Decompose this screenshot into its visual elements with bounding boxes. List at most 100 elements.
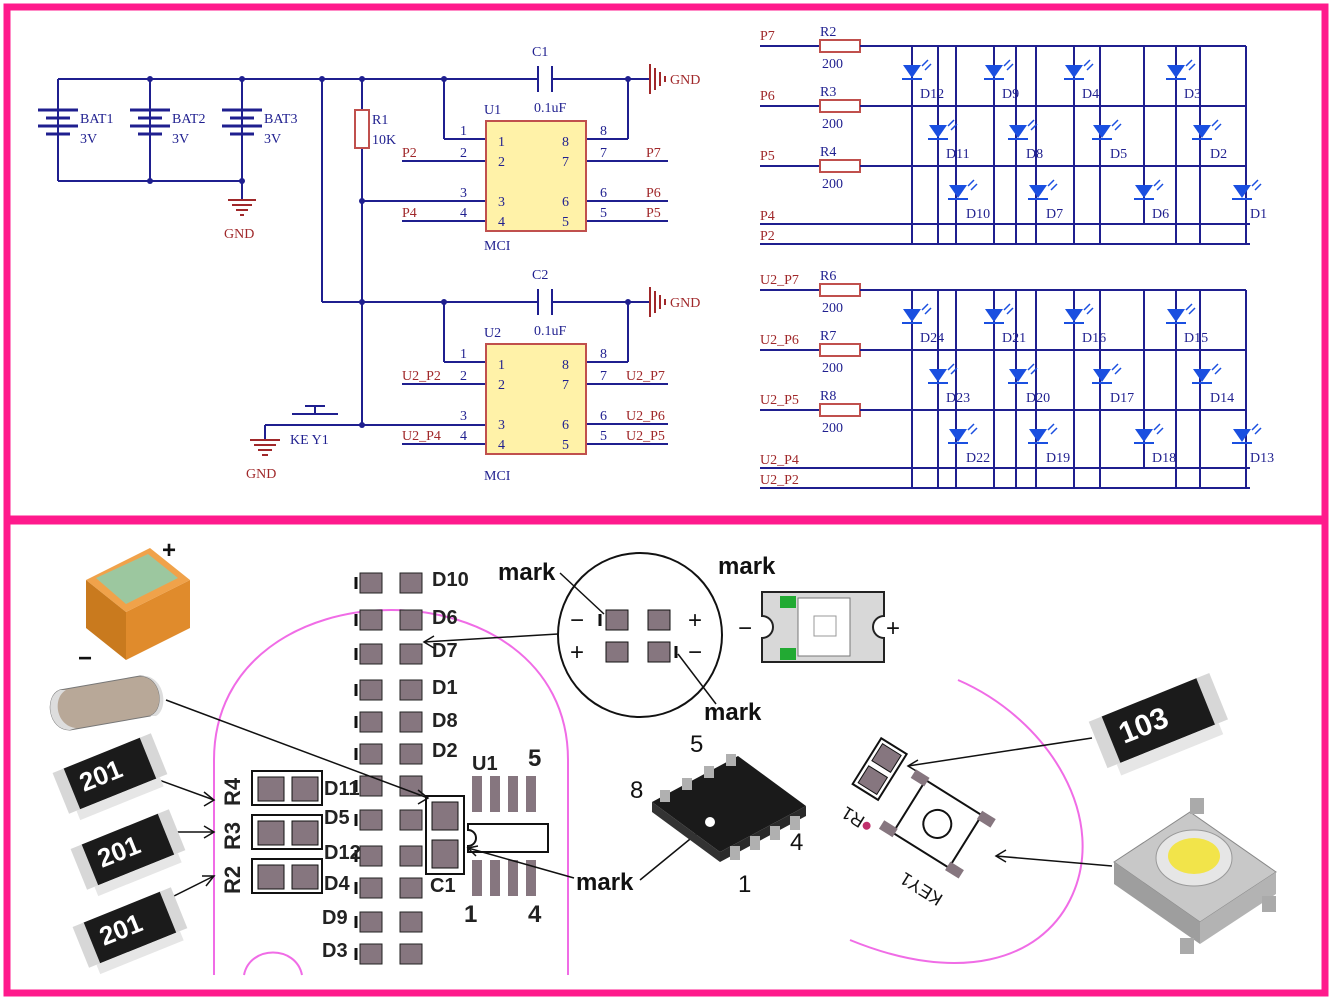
led-label: D20 (1026, 391, 1050, 406)
column-net-label: P2 (760, 229, 775, 244)
led-diode (1008, 119, 1038, 140)
ic-chip-photo (652, 754, 806, 862)
u2-pin-4: 4 (460, 429, 467, 444)
led-pad (399, 572, 423, 594)
led-label: D2 (1210, 147, 1227, 162)
u2-pin-8: 8 (600, 347, 607, 362)
bat3-ref: BAT3 (264, 112, 297, 127)
u2-inner-7: 7 (562, 378, 569, 393)
pcb-label-d3: D3 (322, 940, 348, 962)
pcb-label-r4: R4 (220, 777, 245, 806)
row-resistor-value: 200 (822, 177, 843, 192)
c2-ref: C2 (532, 268, 548, 283)
u2-inner-8: 8 (562, 358, 569, 373)
led-label: D13 (1250, 451, 1274, 466)
led-3d-plus: + (162, 537, 176, 564)
led-diode (1232, 179, 1262, 200)
ic-u1 (485, 120, 587, 232)
key-switch-symbol (290, 405, 340, 426)
column-net-label: U2_P4 (760, 453, 799, 468)
mark-label-magnifier-bottom: mark (704, 699, 762, 726)
led-diode (1232, 423, 1262, 444)
row-resistor-value: 200 (822, 361, 843, 376)
led-diode (984, 303, 1014, 324)
led-pad (399, 845, 423, 867)
led-diode (1134, 179, 1164, 200)
pcb-label-d2: D2 (432, 740, 458, 762)
gnd-label-key: GND (246, 467, 276, 482)
board-outline-bottom-arc (243, 951, 303, 976)
led-pad (359, 845, 383, 867)
u1-pin-2: 2 (460, 146, 467, 161)
mark-label-magnifier-top: mark (498, 559, 556, 586)
led-diode (1166, 59, 1196, 80)
board-outline (213, 609, 569, 975)
led-pad (399, 743, 423, 765)
pcb-label-d6: D6 (432, 607, 458, 629)
column-net-label: P4 (760, 209, 775, 224)
u1-ref: U1 (484, 103, 501, 118)
row-resistor-ref: R4 (820, 145, 836, 160)
u1-inner-3: 3 (498, 195, 505, 210)
smd-led-minus: − (738, 615, 752, 642)
resistor-201-photos (52, 733, 188, 975)
u1-pin-3: 3 (460, 186, 467, 201)
u1-net-p7: P7 (646, 146, 661, 161)
led-diode (902, 303, 932, 324)
led-3d-minus: − (78, 645, 92, 672)
led-diode (984, 59, 1014, 80)
row-net-label: P6 (760, 89, 775, 104)
pcb-label-r3: R3 (220, 822, 245, 850)
led-label: D19 (1046, 451, 1070, 466)
u2-inner-3: 3 (498, 418, 505, 433)
led-diode (902, 59, 932, 80)
tactile-switch-photo (1113, 798, 1277, 954)
c1-footprint (425, 795, 465, 875)
u2-pin-1: 1 (460, 347, 467, 362)
led-label: D12 (920, 87, 944, 102)
u1-pin-4: 4 (460, 206, 467, 221)
u1-inner-6: 6 (562, 195, 569, 210)
led-diode (948, 179, 978, 200)
pcb-label-c1: C1 (430, 875, 456, 897)
u2-pin-7: 7 (600, 369, 607, 384)
led-diode (928, 119, 958, 140)
column-net-label: U2_P2 (760, 473, 799, 488)
row-resistor (819, 403, 861, 417)
u1-net-p4: P4 (402, 206, 417, 221)
row-net-label: U2_P7 (760, 273, 799, 288)
led-diode (1092, 363, 1122, 384)
u1-name: MCI (484, 239, 511, 254)
u2-net-p7: U2_P7 (626, 369, 665, 384)
led-pad (399, 609, 423, 631)
row-resistor-value: 200 (822, 421, 843, 436)
led-pad (399, 943, 423, 965)
ic-u2 (485, 343, 587, 455)
row-net-label: P5 (760, 149, 775, 164)
led-pad (359, 911, 383, 933)
row-net-label: U2_P6 (760, 333, 799, 348)
u1-pin-7: 7 (600, 146, 607, 161)
gnd-symbols (228, 64, 666, 456)
c1-value: 0.1uF (534, 101, 567, 116)
row-resistor (819, 99, 861, 113)
led-diode (1064, 59, 1094, 80)
led-3d-photo (86, 548, 190, 660)
led-label: D7 (1046, 207, 1063, 222)
gnd-label-c2: GND (670, 296, 700, 311)
smd-led-plus: + (886, 615, 900, 642)
led-label: D1 (1250, 207, 1267, 222)
u1-net-p2: P2 (402, 146, 417, 161)
row-resistor-ref: R3 (820, 85, 836, 100)
led-diode (1064, 303, 1094, 324)
bat2-value: 3V (172, 132, 189, 147)
led-pad (359, 877, 383, 899)
row-resistor (819, 159, 861, 173)
row-resistor-ref: R7 (820, 329, 836, 344)
led-pad (359, 643, 383, 665)
r1-key1-footprint (851, 736, 996, 879)
led-label: D21 (1002, 331, 1026, 346)
